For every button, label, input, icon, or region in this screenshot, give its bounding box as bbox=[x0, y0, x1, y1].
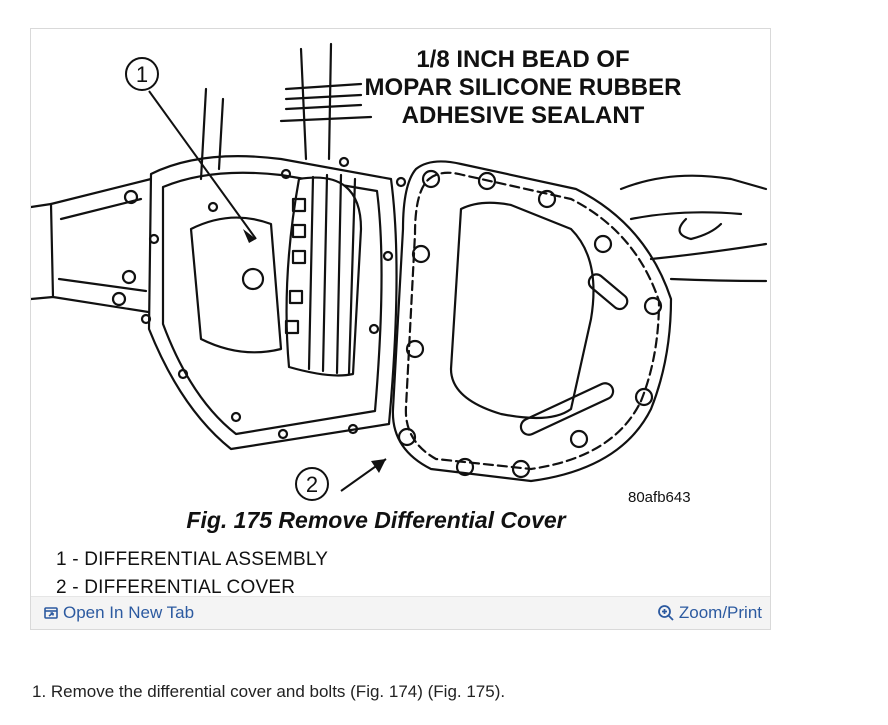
image-code: 80afb643 bbox=[628, 489, 691, 506]
legend-item-1: 1 - DIFFERENTIAL ASSEMBLY bbox=[56, 549, 329, 570]
zoom-print-link[interactable]: Zoom/Print bbox=[657, 603, 762, 623]
figure-card: 1/8 INCH BEAD OF MOPAR SILICONE RUBBER A… bbox=[30, 28, 771, 630]
callout-number-1: 1 bbox=[136, 62, 148, 87]
figure-caption: Fig. 175 Remove Differential Cover bbox=[186, 507, 566, 533]
figure-actions-bar: Open In New Tab Zoom/Print bbox=[31, 596, 770, 629]
open-in-new-tab-label: Open In New Tab bbox=[63, 603, 195, 622]
leader-line-1 bbox=[148, 90, 257, 240]
callout-text-line-3: ADHESIVE SEALANT bbox=[402, 102, 645, 129]
callout-number-2: 2 bbox=[306, 472, 318, 497]
open-new-tab-icon bbox=[43, 605, 59, 621]
callout-circle-1 bbox=[125, 57, 159, 91]
zoom-print-label: Zoom/Print bbox=[678, 603, 762, 622]
legend-item-2: 2 - DIFFERENTIAL COVER bbox=[56, 577, 296, 598]
callout-text-line-2: MOPAR SILICONE RUBBER bbox=[365, 74, 682, 101]
callout-text-line-1: 1/8 INCH BEAD OF bbox=[416, 46, 629, 73]
procedure-step-1: 1. Remove the differential cover and bol… bbox=[32, 682, 506, 701]
open-in-new-tab-link[interactable]: Open In New Tab bbox=[43, 603, 194, 623]
differential-cover-illustration: 1/8 INCH BEAD OF MOPAR SILICONE RUBBER A… bbox=[31, 42, 768, 506]
callout-circle-2 bbox=[295, 467, 329, 501]
zoom-in-icon bbox=[657, 604, 675, 622]
